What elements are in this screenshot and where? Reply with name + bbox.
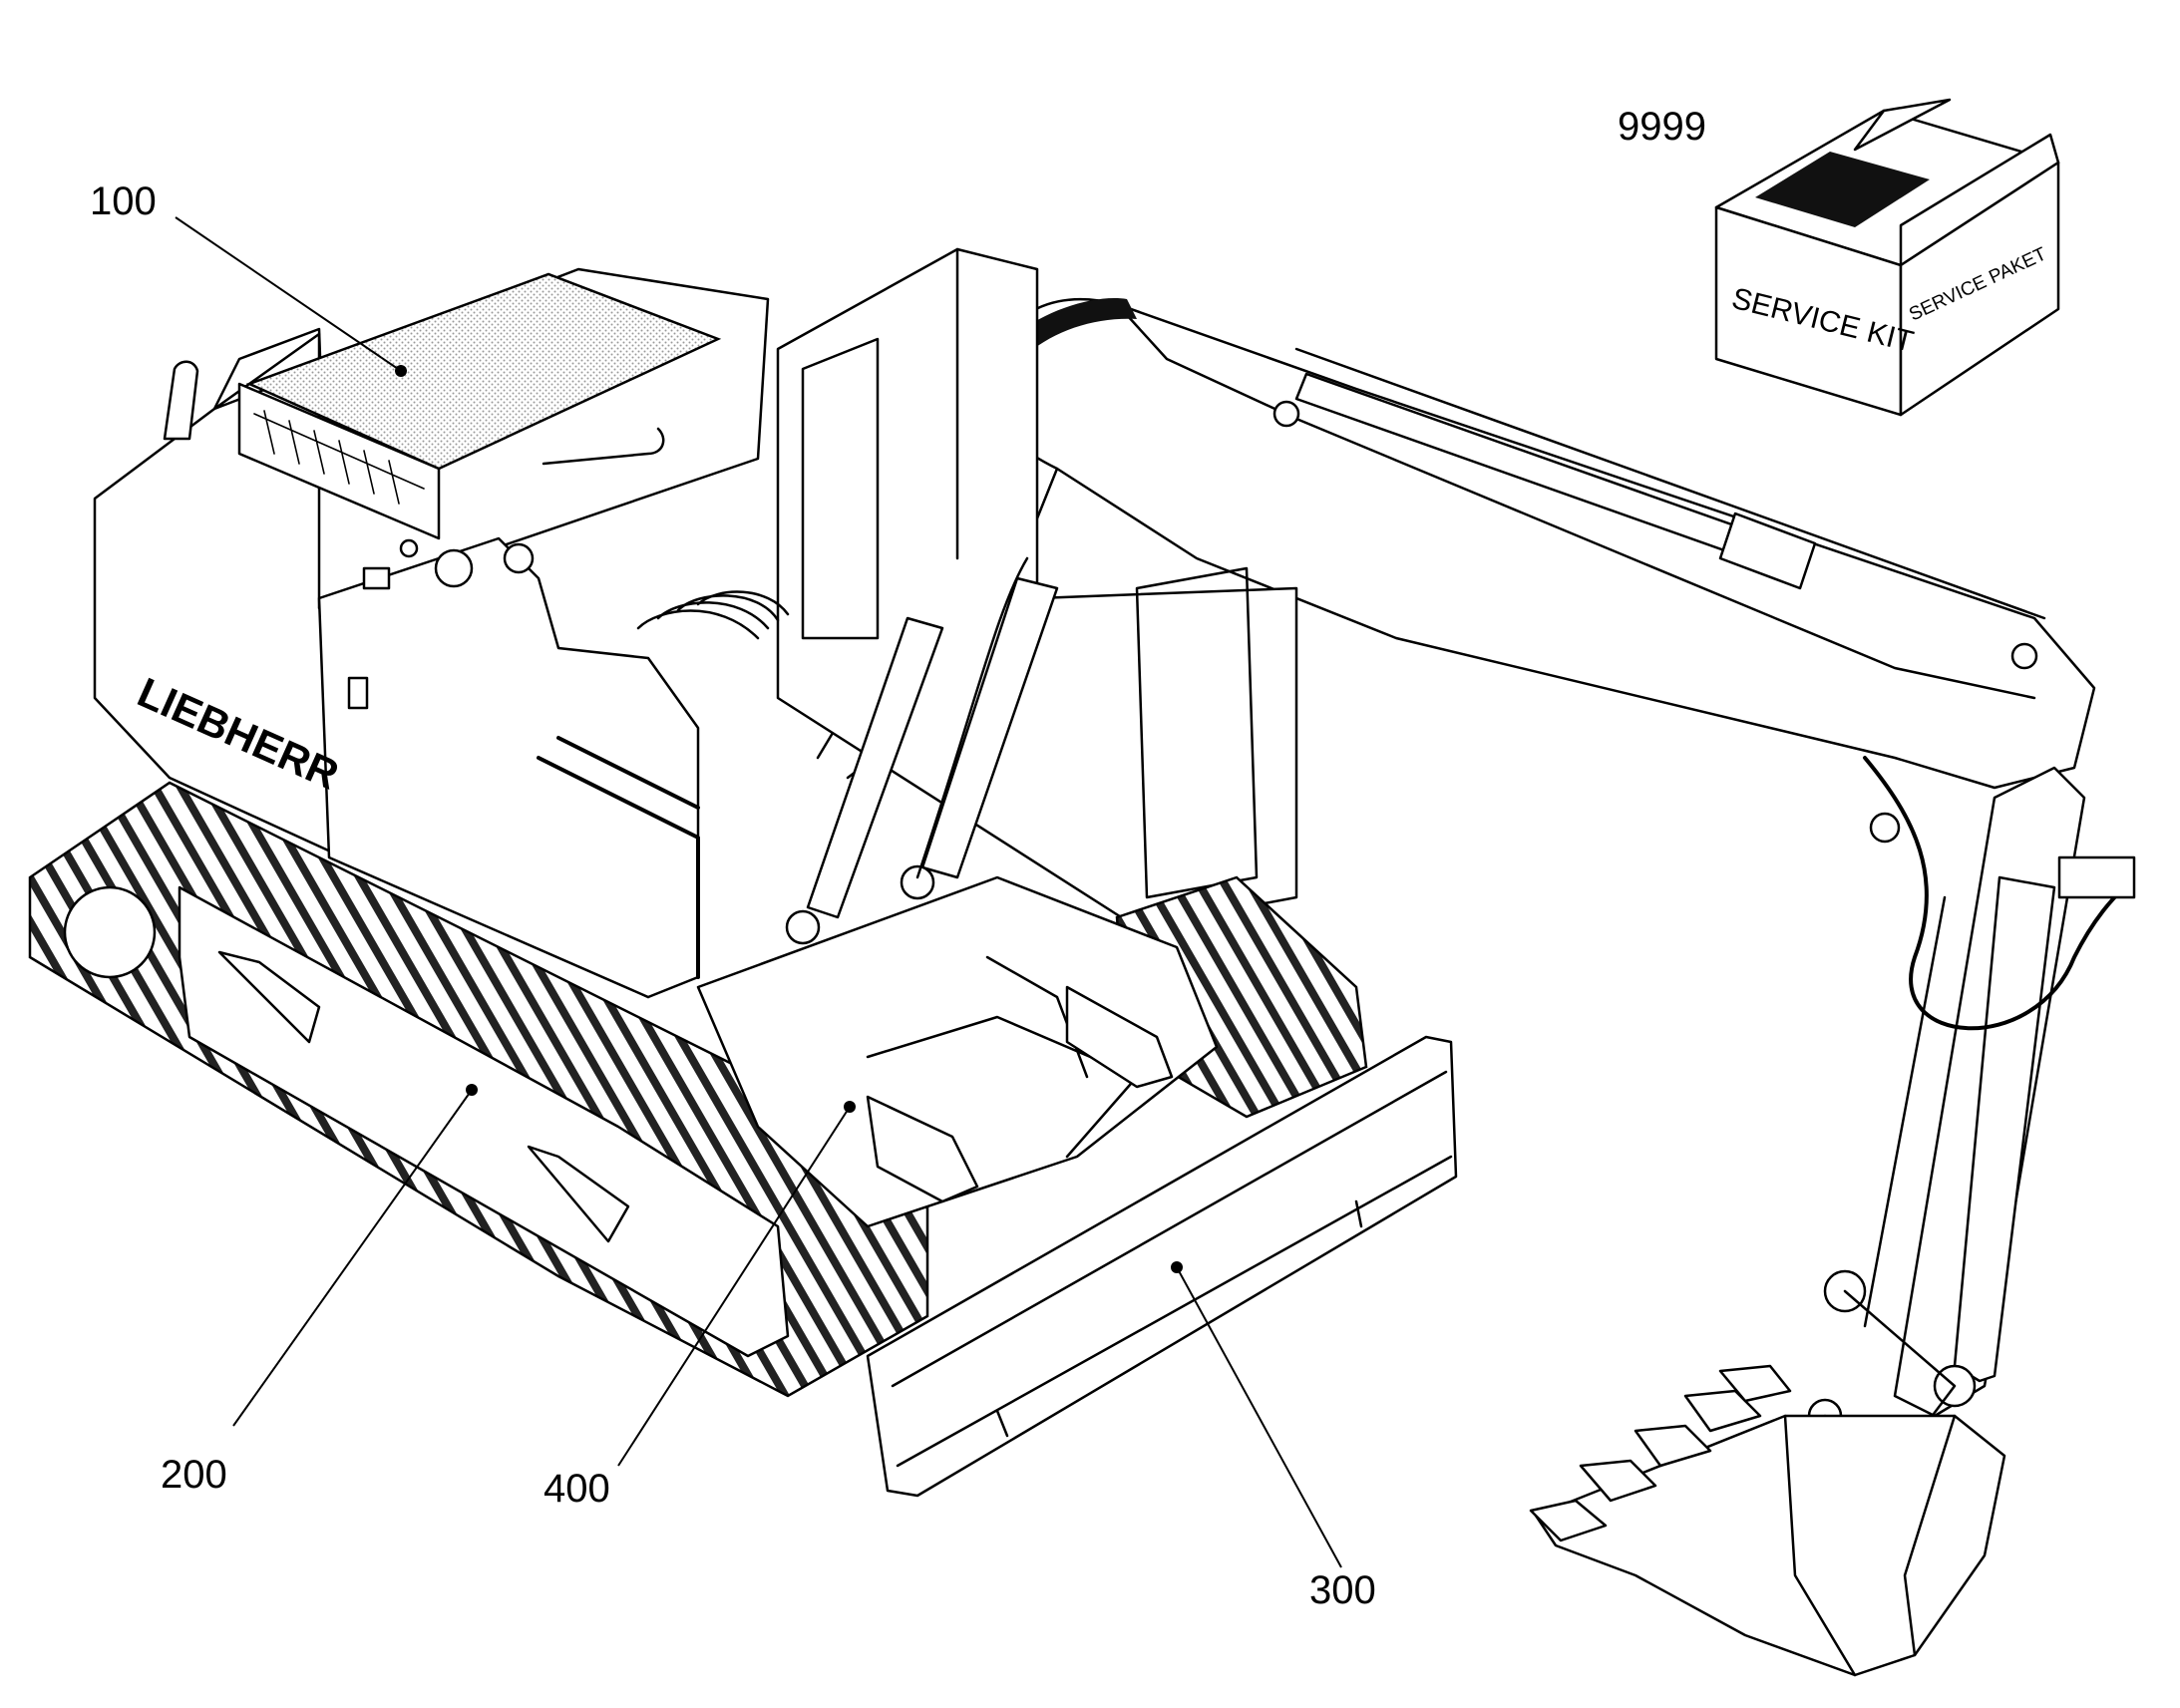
- bucket: [1529, 1364, 2006, 1677]
- callout-9999: 9999: [1618, 105, 1706, 149]
- boom-cylinders: [785, 556, 1059, 945]
- boom-and-arm: [816, 297, 2136, 1524]
- callout-200: 200: [161, 1453, 227, 1497]
- callout-300: 300: [1309, 1568, 1376, 1612]
- dozer-blade: [866, 1035, 1458, 1498]
- callout-400: 400: [544, 1467, 610, 1511]
- callout-100: 100: [90, 179, 157, 223]
- upper-carriage: LIEBHERR: [93, 247, 1298, 999]
- leader-lines: [175, 216, 1342, 1568]
- undercarriage-track: [28, 781, 929, 1398]
- service-kit-box: SERVICE KIT SERVICE PAKET: [1714, 98, 2060, 417]
